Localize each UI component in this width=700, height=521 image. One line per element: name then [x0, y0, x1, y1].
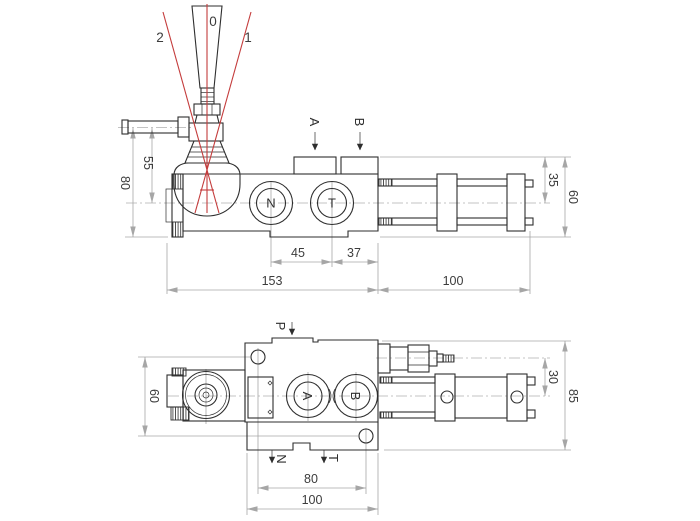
port-b-boss [340, 156, 379, 175]
pivot-pin [127, 120, 179, 134]
plan-body-outline [244, 337, 379, 423]
plan-threaded-rod-bottom [379, 411, 393, 419]
lever-position-2-label: 2 [156, 30, 164, 45]
dim-85-text: 85 [566, 389, 580, 403]
bottom-view-dimension-lines [138, 340, 571, 515]
plan-rod-stub-bottom [526, 409, 536, 419]
port-a-callout-label: A [307, 118, 322, 127]
plan-guide-block-2 [506, 373, 528, 422]
pivot-pin-cap [121, 119, 129, 135]
lever-position-1-label: 1 [244, 30, 252, 45]
dim-30-text: 30 [546, 370, 560, 384]
tie-rod-assembly-side [377, 173, 534, 232]
mounting-hole-2 [358, 428, 374, 444]
dim-80-text: 80 [118, 176, 132, 190]
adjuster-hex [407, 344, 430, 373]
knurl-band-bottom [171, 221, 184, 238]
mounting-hole-1 [250, 349, 266, 365]
guide-hole-1 [440, 390, 454, 404]
top-view-dimension-lines [118, 127, 571, 294]
valve-body-outline [182, 173, 379, 238]
slot-markers [267, 380, 273, 415]
plan-port-a-label: A [300, 392, 315, 401]
plan-knurl-band-bottom [170, 406, 190, 421]
rod-stub-top [524, 179, 534, 188]
tie-rod-assembly-plan [379, 373, 536, 422]
plan-guide-block-1 [434, 373, 456, 422]
plan-port-b-label: B [348, 392, 363, 401]
plan-port-t-label: T [326, 454, 341, 462]
dim-60-top-text: 60 [566, 190, 580, 204]
threaded-rod-end-bottom [378, 217, 393, 226]
lever-mount-circle [181, 370, 231, 420]
spool-end-cap-tip [165, 188, 173, 223]
relief-valve-adjuster [377, 343, 455, 374]
dim-37-text: 37 [347, 246, 361, 260]
dim-153-text: 153 [262, 274, 283, 288]
plan-threaded-rod-top [379, 376, 393, 384]
port-n-label: N [266, 196, 275, 211]
guide-block-1 [436, 173, 458, 232]
threaded-rod-end-top [378, 178, 393, 187]
top-view: N T [118, 4, 580, 294]
dim-45-text: 45 [291, 246, 305, 260]
dim-80-plan-text: 80 [304, 472, 318, 486]
valve-body-plan-view: A B [166, 337, 379, 451]
dim-35-text: 35 [546, 173, 560, 187]
knurl-band-top [171, 173, 184, 190]
port-n-circle [248, 180, 294, 226]
lever-position-0-label: 0 [209, 14, 217, 29]
guide-block-2 [506, 173, 526, 232]
mounting-flange [246, 422, 379, 451]
port-p-callout-label: P [273, 322, 288, 331]
dim-100-plan-text: 100 [302, 493, 323, 507]
plan-port-n-label: N [274, 454, 289, 463]
lever-mount-block [182, 369, 246, 422]
rod-stub-bottom [524, 217, 534, 226]
plan-rod-stub-top [526, 376, 536, 386]
port-a-boss [293, 156, 337, 175]
lever-travel-lines [162, 4, 252, 214]
lever-dome [173, 162, 241, 217]
plan-port-a-circle [285, 373, 331, 419]
valve-body-side-view: N T [165, 156, 379, 238]
pivot-pin-boss [177, 116, 190, 138]
port-t-circle [309, 180, 355, 226]
top-view-labels: 0 2 1 A B 45 37 153 100 80 55 35 60 [118, 14, 580, 288]
lever-travel-left-line [162, 11, 220, 214]
bottom-view: A B P [138, 322, 580, 515]
plan-knurl-band-top [171, 367, 187, 377]
dim-100-text: 100 [443, 274, 464, 288]
bottom-view-labels: P N T 60 30 85 80 100 [147, 322, 580, 507]
plan-end-cap [166, 374, 184, 408]
guide-hole-2 [510, 390, 524, 404]
spool-slot [247, 376, 274, 419]
adjuster-threaded-tip [442, 354, 455, 363]
plan-port-b-circle [333, 373, 379, 419]
port-t-label: T [328, 196, 336, 211]
port-neck [328, 388, 336, 404]
dim-55-text: 55 [141, 156, 155, 170]
lever-travel-right-line [194, 11, 252, 214]
dim-60-plan-text: 60 [147, 389, 161, 403]
port-b-callout-label: B [352, 118, 367, 127]
